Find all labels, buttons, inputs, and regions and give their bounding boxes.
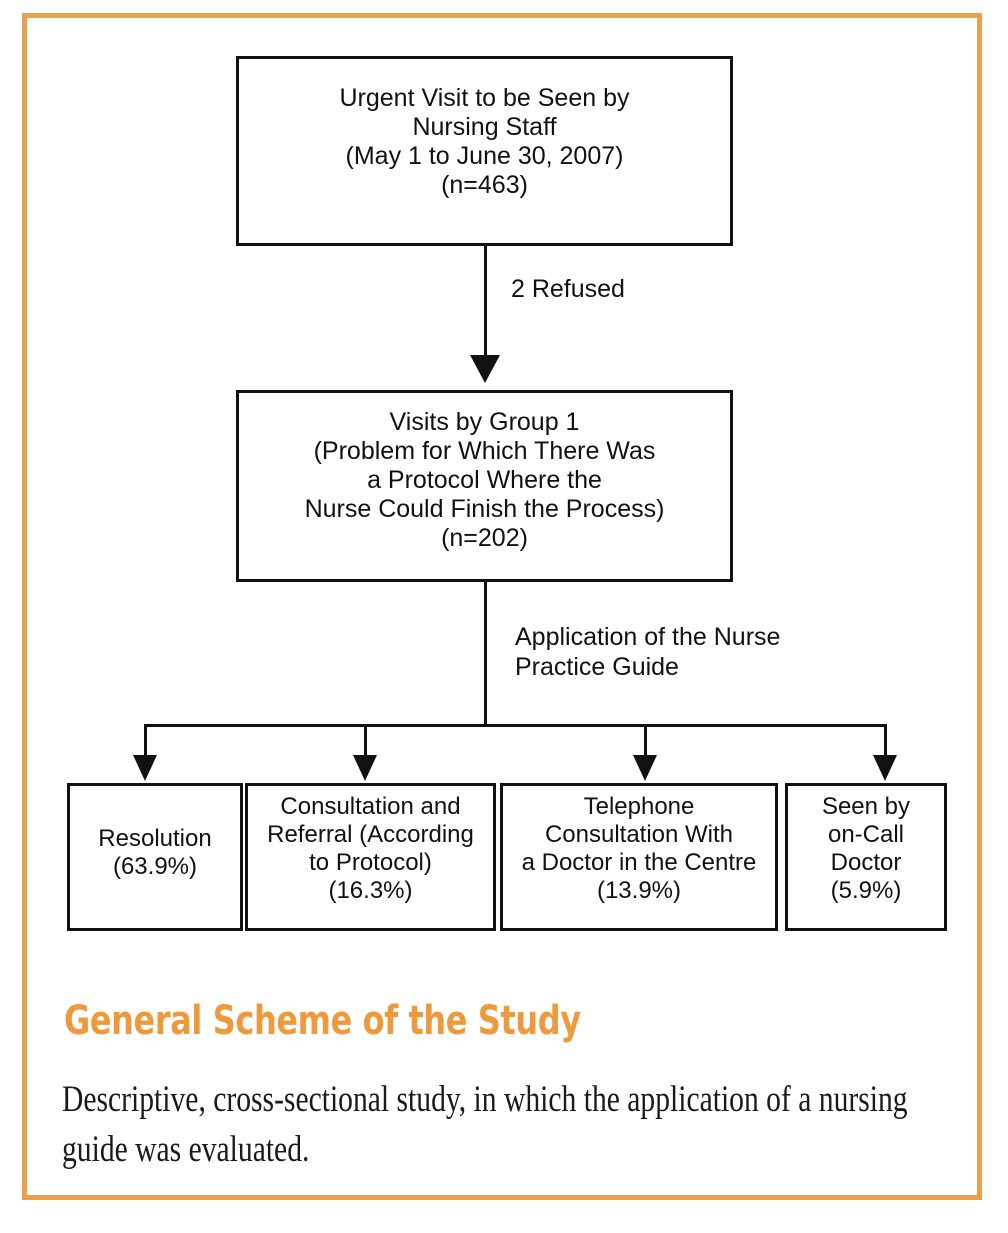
- flow-box-on-call-doctor-text: Seen by on-Call Doctor (5.9%): [821, 793, 911, 904]
- flow-box-on-call-doctor: Seen by on-Call Doctor (5.9%): [785, 783, 947, 931]
- connector-outcomes-distribution-bar: [144, 724, 887, 727]
- flow-box-visits-by-group-1-text: Visits by Group 1 (Problem for Which The…: [304, 407, 665, 552]
- connector-branch-telephone-line: [644, 727, 647, 763]
- flow-box-consultation-referral: Consultation and Referral (According to …: [245, 783, 496, 931]
- arrow-down-icon-consultation: [353, 755, 377, 781]
- figure-orange-frame: [22, 13, 982, 1200]
- arrow-down-icon-urgent-to-group1: [470, 355, 500, 383]
- connector-branch-oncall-line: [884, 727, 887, 763]
- flow-box-visits-by-group-1: Visits by Group 1 (Problem for Which The…: [236, 390, 733, 582]
- edge-label-practice-guide: Application of the Nurse Practice Guide: [515, 623, 781, 681]
- connector-group1-to-outcomes-line: [484, 582, 487, 727]
- arrow-down-icon-telephone: [633, 755, 657, 781]
- figure-caption-body: Descriptive, cross-sectional study, in w…: [62, 1079, 908, 1170]
- flow-box-resolution: Resolution (63.9%): [67, 783, 243, 931]
- flow-box-resolution-text: Resolution (63.9%): [98, 825, 212, 880]
- flow-box-telephone-consultation: Telephone Consultation With a Doctor in …: [500, 783, 778, 931]
- connector-urgent-to-group1-line: [484, 246, 487, 359]
- flow-box-urgent-visit: Urgent Visit to be Seen by Nursing Staff…: [236, 56, 733, 246]
- flow-box-consultation-referral-text: Consultation and Referral (According to …: [267, 793, 474, 904]
- arrow-down-icon-oncall: [873, 755, 897, 781]
- flow-box-urgent-visit-text: Urgent Visit to be Seen by Nursing Staff…: [339, 84, 630, 199]
- connector-branch-consultation-line: [364, 727, 367, 763]
- connector-branch-resolution-line: [144, 727, 147, 763]
- figure-caption-title: General Scheme of the Study: [64, 998, 581, 1044]
- edge-label-refused: 2 Refused: [511, 275, 625, 303]
- arrow-down-icon-resolution: [133, 755, 157, 781]
- flow-box-telephone-consultation-text: Telephone Consultation With a Doctor in …: [521, 793, 757, 904]
